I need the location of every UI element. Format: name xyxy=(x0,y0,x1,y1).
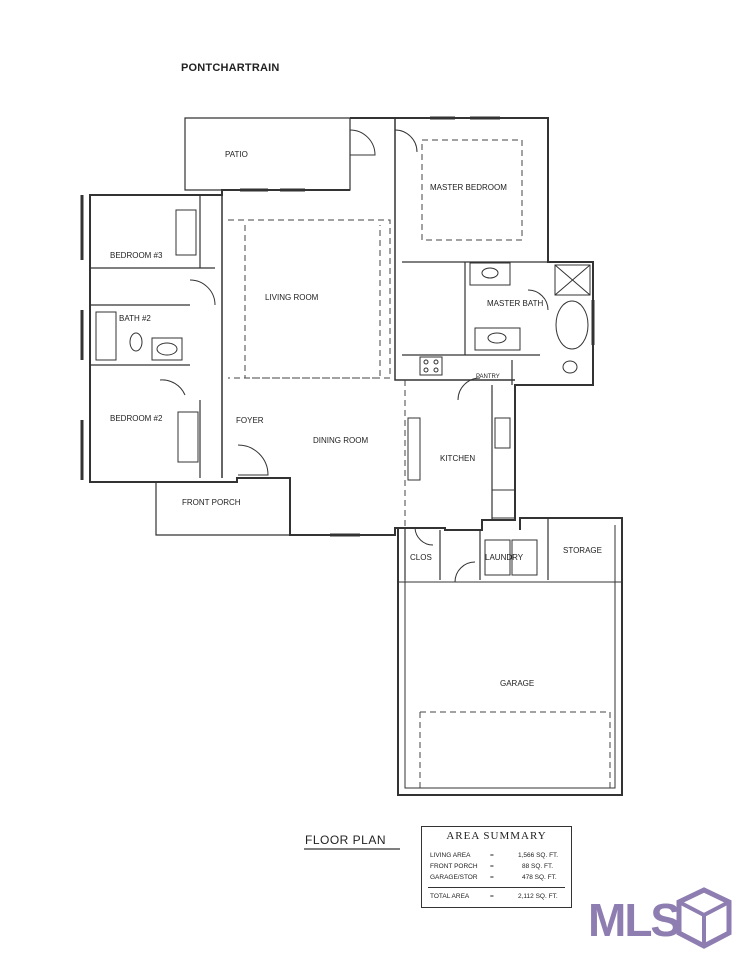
floor-plan-caption: FLOOR PLAN xyxy=(305,833,387,847)
area-summary-table: AREA SUMMARY LIVING AREA = 1,566 SQ. FT.… xyxy=(421,826,572,908)
area-row-eq: = xyxy=(490,852,494,859)
area-row-value: 1,566 SQ. FT. xyxy=(518,852,559,859)
room-label-dining-room: DINING ROOM xyxy=(313,436,368,445)
room-label-laundry: LAUNDRY xyxy=(485,553,524,562)
area-summary-heading: AREA SUMMARY xyxy=(446,830,547,842)
area-row-value: 2,112 SQ. FT. xyxy=(518,893,558,900)
plan-title: PONTCHARTRAIN xyxy=(181,62,280,74)
room-label-living-room: LIVING ROOM xyxy=(265,293,319,302)
area-row-label: FRONT PORCH xyxy=(430,863,478,870)
area-summary-row: LIVING AREA = 1,566 SQ. FT. xyxy=(430,852,565,861)
box-cube-icon xyxy=(676,887,732,949)
summary-divider xyxy=(428,887,565,888)
mls-box-watermark-logo: MLS xyxy=(588,885,736,957)
room-label-master-bath: MASTER BATH xyxy=(487,299,544,308)
area-row-eq: = xyxy=(490,863,494,870)
room-label-bedroom3: BEDROOM #3 xyxy=(110,251,163,260)
room-label-master-bedroom: MASTER BEDROOM xyxy=(430,183,507,192)
area-row-label: GARAGE/STOR xyxy=(430,874,478,881)
room-label-front-porch: FRONT PORCH xyxy=(182,498,241,507)
area-row-eq: = xyxy=(490,893,494,900)
room-label-bath2: BATH #2 xyxy=(119,314,151,323)
mls-logo-text: MLS xyxy=(588,894,681,946)
area-row-eq: = xyxy=(490,874,494,881)
room-label-pantry: PANTRY xyxy=(476,374,500,380)
room-label-garage: GARAGE xyxy=(500,679,534,688)
room-label-clos: CLOS xyxy=(410,553,432,562)
room-label-bedroom2: BEDROOM #2 xyxy=(110,414,163,423)
area-summary-row: TOTAL AREA = 2,112 SQ. FT. xyxy=(430,893,565,902)
area-summary-row: GARAGE/STOR = 478 SQ. FT. xyxy=(430,874,565,883)
area-summary-row: FRONT PORCH = 88 SQ. FT. xyxy=(430,863,565,872)
area-row-label: LIVING AREA xyxy=(430,852,471,859)
room-label-kitchen: KITCHEN xyxy=(440,454,475,463)
room-label-foyer: FOYER xyxy=(236,416,264,425)
area-row-value: 478 SQ. FT. xyxy=(522,874,557,881)
room-label-patio: PATIO xyxy=(225,150,248,159)
room-label-storage: STORAGE xyxy=(563,546,602,555)
area-row-value: 88 SQ. FT. xyxy=(522,863,554,870)
area-row-label: TOTAL AREA xyxy=(430,893,470,900)
